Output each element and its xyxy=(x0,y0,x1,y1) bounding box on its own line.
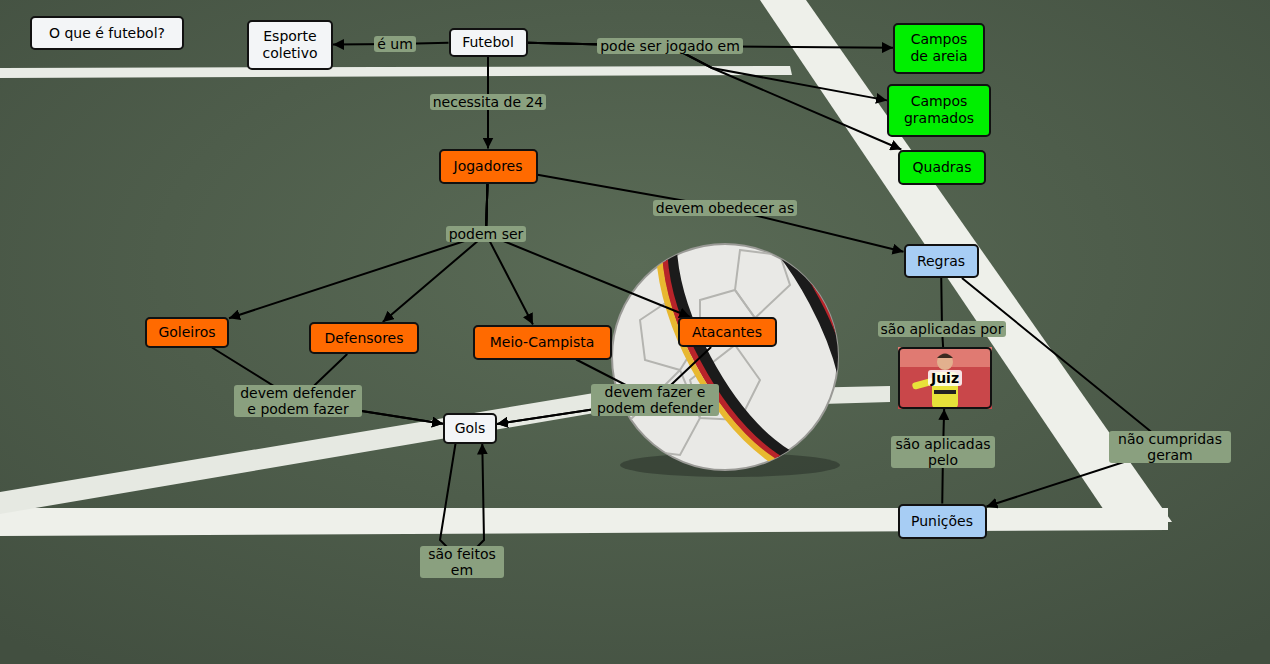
edge-label: são aplicadas pelo xyxy=(895,436,990,468)
connector-arrow xyxy=(962,278,1170,507)
edge-label: não cumpridas geram xyxy=(1118,431,1222,463)
node-text: Meio-Campista xyxy=(490,334,595,351)
connector-arrow xyxy=(212,348,443,424)
node-text: Gols xyxy=(455,420,486,437)
edge-label: são feitos em xyxy=(428,546,496,578)
node-text: Quadras xyxy=(913,159,972,176)
edge-label: é um xyxy=(377,36,413,52)
concept-box: Futebol xyxy=(449,28,528,57)
field-line xyxy=(0,508,1168,536)
node-text: Defensores xyxy=(324,330,403,347)
edge-label: devem obedecer as xyxy=(656,200,794,216)
connector-arrow xyxy=(383,184,488,323)
edge-label: podem ser xyxy=(449,226,524,242)
field-line xyxy=(0,66,792,78)
player-box: Goleiros xyxy=(145,317,229,348)
node-text: Regras xyxy=(917,253,965,270)
player-box: Jogadores xyxy=(439,149,538,184)
edge-label-patch: são aplicadas pelo xyxy=(891,436,995,468)
referee-box: Juiz xyxy=(898,347,992,409)
node-text: Punições xyxy=(911,513,973,530)
node-text: Esporte coletivo xyxy=(257,28,323,62)
connector-arrow xyxy=(486,184,533,325)
connector-arrow xyxy=(229,184,487,319)
edge-label: pode ser jogado em xyxy=(600,38,740,54)
edge-label-patch: pode ser jogado em xyxy=(597,38,743,54)
connector-arrow xyxy=(528,43,902,150)
edge-label: devem defender e podem fazer xyxy=(240,385,356,417)
edge-label-patch: devem fazer e podem defender xyxy=(591,384,719,416)
edge-label: necessita de 24 xyxy=(433,94,544,110)
referee-photo xyxy=(898,347,992,409)
edge-label-patch: é um xyxy=(374,36,416,52)
place-box: Campos gramados xyxy=(887,84,991,137)
edge-label-patch: devem obedecer as xyxy=(653,200,797,216)
node-text: Campos gramados xyxy=(897,93,981,127)
concept-box: Gols xyxy=(443,413,497,444)
concept-box: Esporte coletivo xyxy=(247,20,333,70)
edge-label-patch: podem ser xyxy=(446,226,527,242)
rule-box: Regras xyxy=(904,244,979,278)
edge-label-patch: não cumpridas geram xyxy=(1109,431,1231,463)
edge-label: devem fazer e podem defender xyxy=(597,384,713,416)
player-box: Defensores xyxy=(309,322,419,354)
player-box: Meio-Campista xyxy=(473,325,612,360)
node-text: O que é futebol? xyxy=(49,25,165,42)
node-text: Jogadores xyxy=(454,158,523,175)
title-box: O que é futebol? xyxy=(30,16,184,50)
edge-label-patch: devem defender e podem fazer xyxy=(234,385,362,417)
connector-arrow xyxy=(440,444,484,563)
edge-label: são aplicadas por xyxy=(881,321,1004,337)
connector-arrow xyxy=(538,175,904,252)
node-text: Atacantes xyxy=(692,324,762,341)
node-text: Futebol xyxy=(462,34,514,51)
ball xyxy=(612,152,903,508)
edge-label-patch: são feitos em xyxy=(420,546,504,578)
edge-label-patch: são aplicadas por xyxy=(878,321,1007,337)
node-text: Goleiros xyxy=(158,324,215,341)
node-text: Campos de areia xyxy=(903,31,975,65)
node-text: Juiz xyxy=(928,370,962,387)
player-box: Atacantes xyxy=(678,317,777,347)
rule-box: Punições xyxy=(898,504,987,539)
edge-label-patch: necessita de 24 xyxy=(430,94,547,110)
place-box: Quadras xyxy=(898,150,986,185)
place-box: Campos de areia xyxy=(893,23,985,74)
